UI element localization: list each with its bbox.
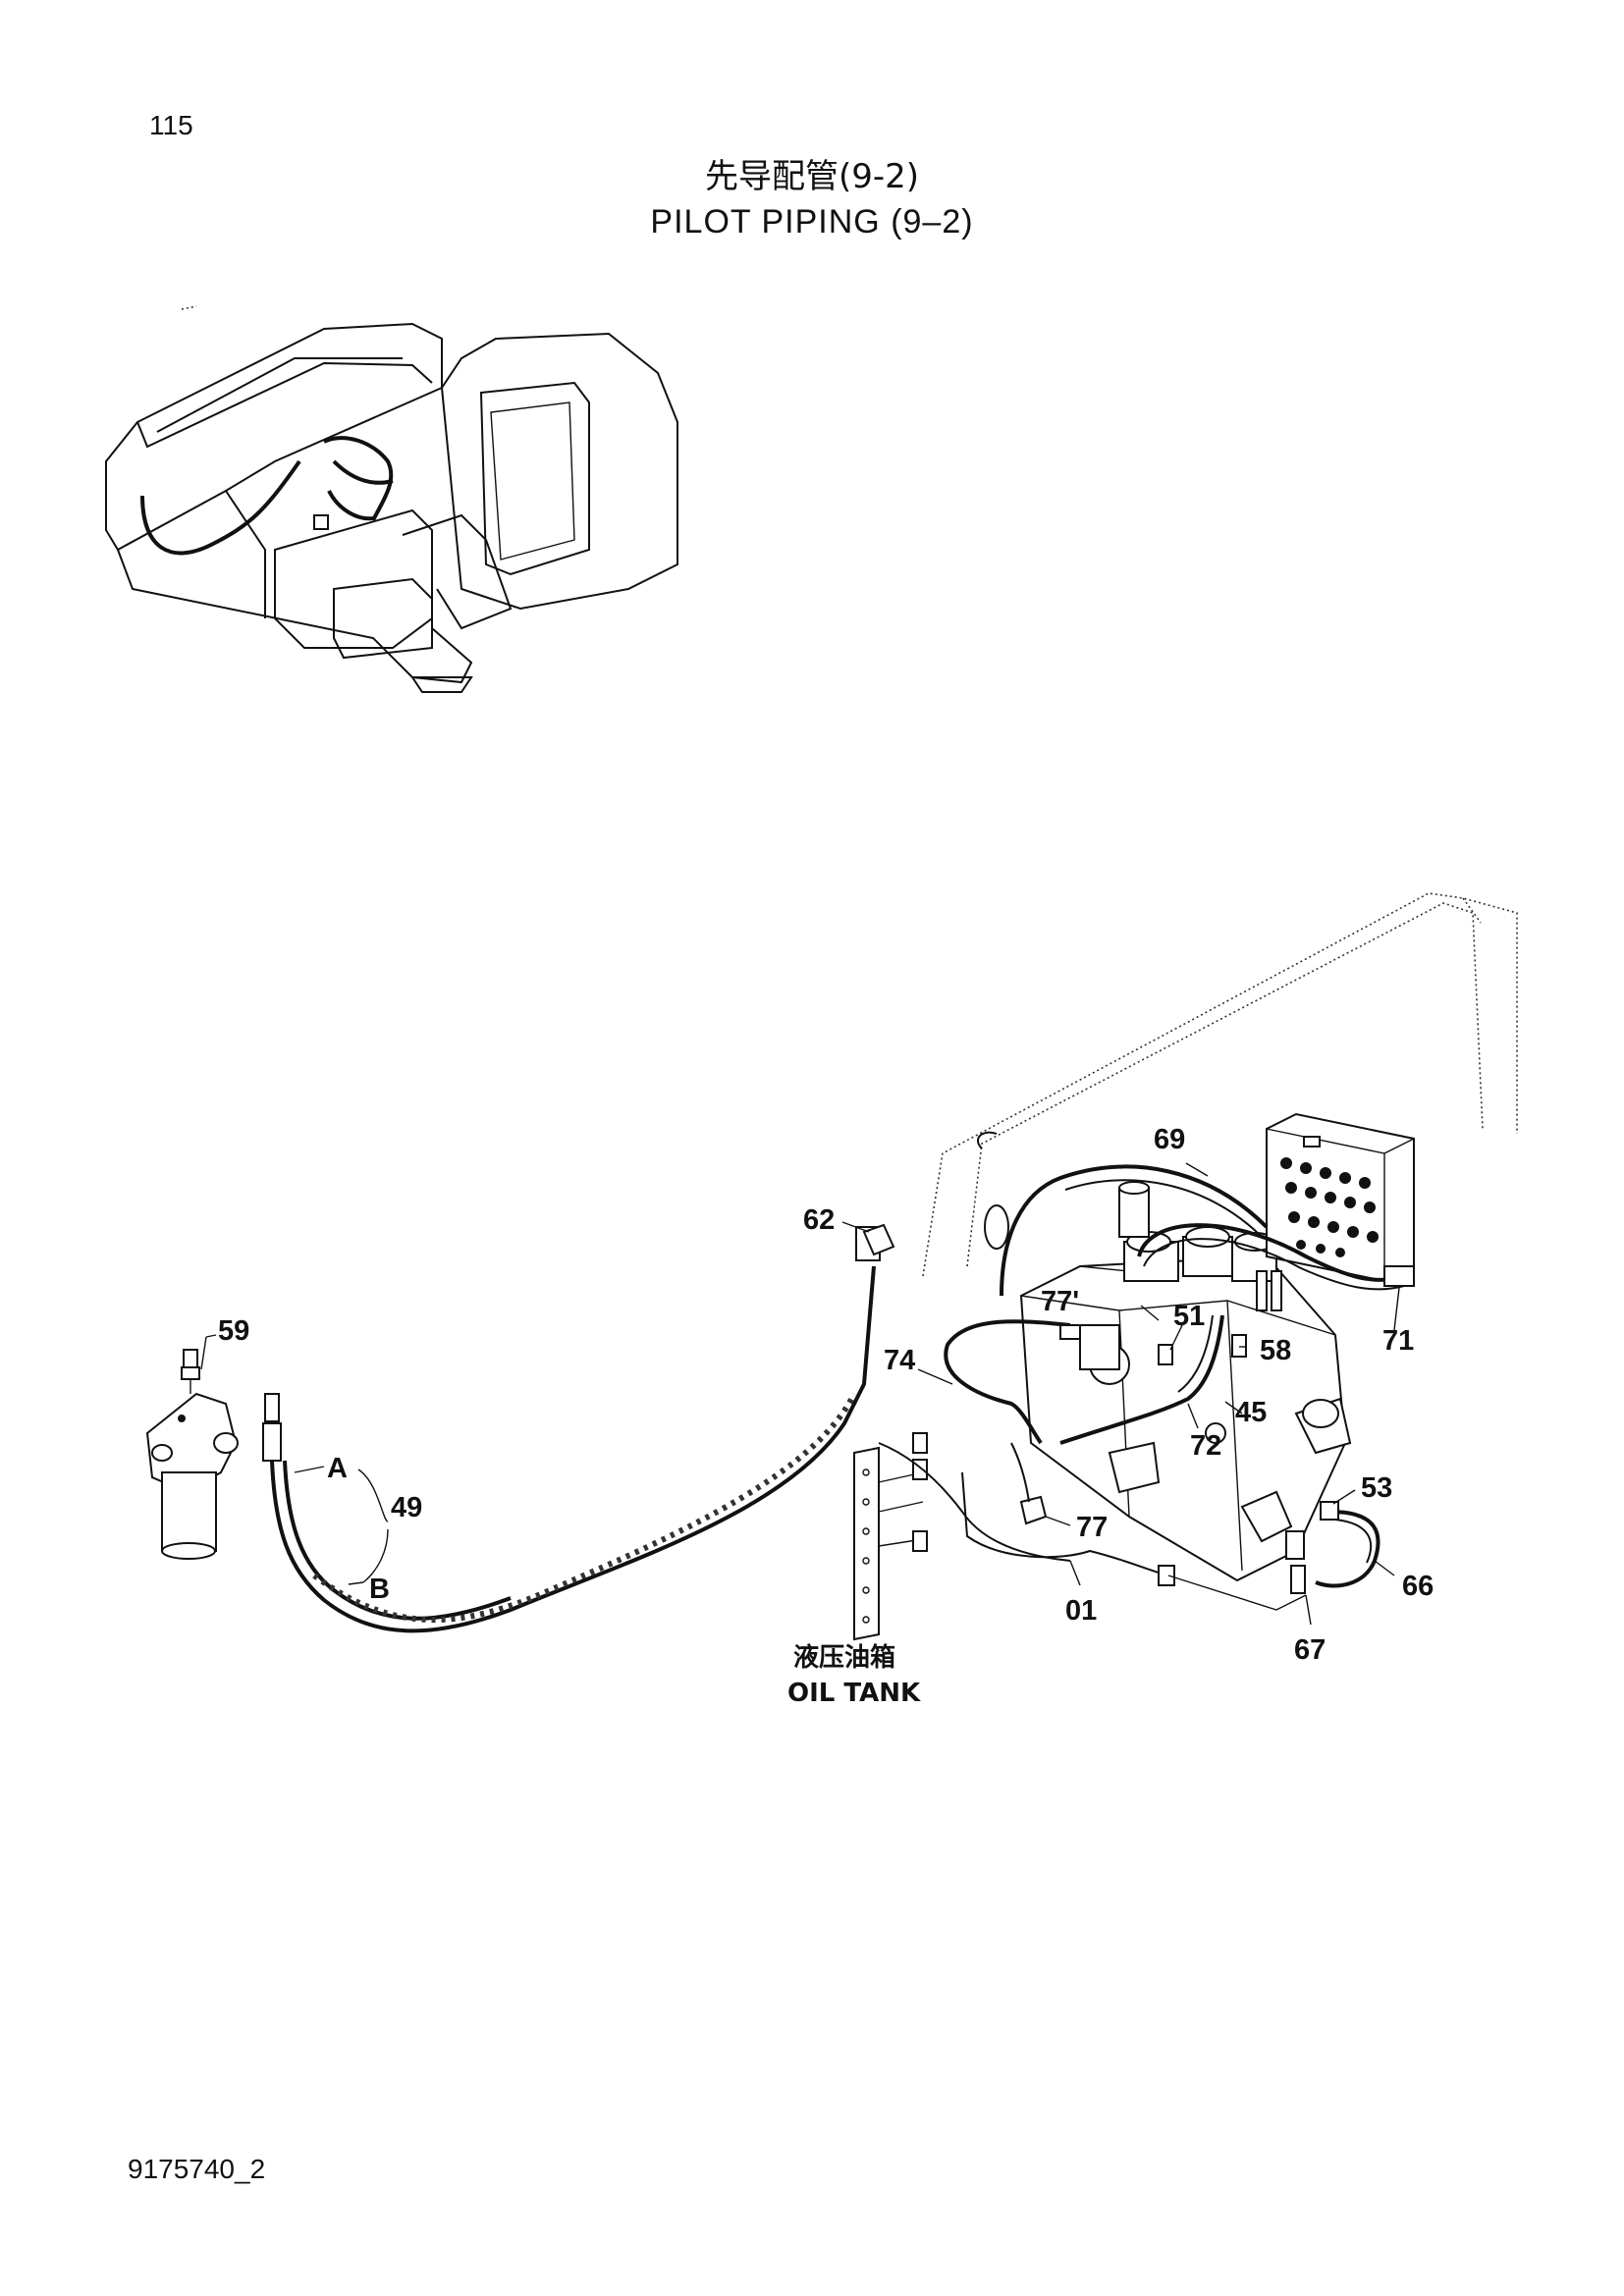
callout-77: 77: [1076, 1512, 1108, 1543]
callout-51: 51: [1173, 1301, 1205, 1332]
callout-B: B: [369, 1574, 390, 1605]
leader-lines: [205, 1162, 1400, 1626]
callout-66: 66: [1402, 1571, 1434, 1602]
title-chinese: 先导配管(9-2): [704, 157, 920, 196]
callout-53: 53: [1361, 1472, 1392, 1504]
callout-69: 69: [1154, 1124, 1185, 1155]
return-pipe: [922, 892, 1518, 1277]
oil-tank-label-en: OIL TANK: [787, 1679, 921, 1708]
callout-62: 62: [803, 1204, 835, 1236]
oil-tank-label-cn: 液压油箱: [793, 1642, 895, 1673]
callout-72: 72: [1190, 1430, 1221, 1462]
callout-71: 71: [1382, 1325, 1414, 1357]
callout-77-prime: 77': [1041, 1286, 1079, 1317]
callout-74: 74: [884, 1345, 915, 1376]
excavator-overview: [105, 305, 678, 693]
hose-49: [262, 1226, 881, 1633]
callout-59: 59: [218, 1315, 249, 1347]
pilot-hoses: [862, 1164, 1415, 1588]
pilot-filter-valve: [145, 1336, 239, 1560]
callout-58: 58: [1260, 1335, 1291, 1366]
callout-01: 01: [1065, 1595, 1097, 1627]
callout-49: 49: [391, 1492, 422, 1523]
control-valve: [1019, 1181, 1352, 1594]
callout-A: A: [327, 1453, 348, 1484]
callout-labels: 59 A 49 B 62 69 77' 51 58 71 74 45 72 53…: [218, 1124, 1434, 1708]
callout-67: 67: [1294, 1634, 1326, 1666]
page-number: 115: [149, 110, 193, 140]
signal-control-valve: [1266, 1112, 1415, 1283]
title-english: PILOT PIPING (9–2): [650, 203, 974, 240]
callout-45: 45: [1235, 1397, 1267, 1428]
document-number: 9175740_2: [128, 2154, 266, 2184]
oil-tank-bracket: [853, 1432, 928, 1641]
